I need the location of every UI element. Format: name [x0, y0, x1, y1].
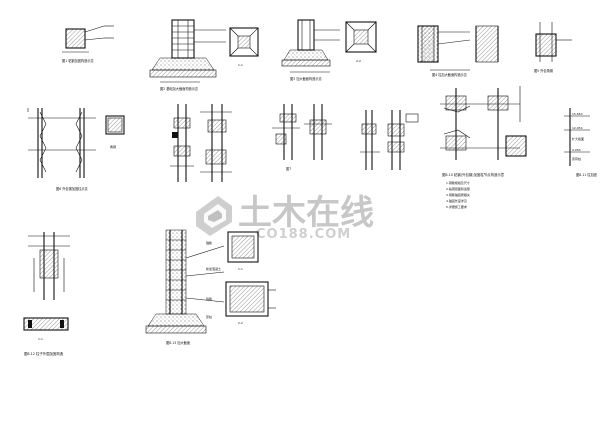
figure-3-enlarged-section: 2-2 图3 加大截面构造示意 — [281, 19, 377, 81]
figure-6-angle-label: 角钢 — [110, 144, 116, 149]
figure-5-caption: 图5 外包角钢 — [534, 68, 553, 73]
figure-9-elevation: 15.650 12.050 9.050 扩大截面 原有柱 图8.11 柱加固 — [564, 108, 597, 177]
figure-3-caption: 图3 加大截面构造示意 — [290, 76, 322, 81]
figure-11-sections: 1-1 2-2 原柱 — [206, 231, 276, 325]
figure-3-section-mark: 2-2 — [356, 59, 361, 63]
level-label: 9.050 — [572, 148, 581, 152]
figure-8-notes: 1.钢筋规格及尺寸 2.粘钢层面积适量 3.钢筋锚固按相关 4.锚固长度详见 5… — [446, 180, 470, 209]
section-mark: 2-2 — [238, 321, 243, 325]
figure-4-caption: 图4 柱加大截面构造示意 — [432, 72, 467, 77]
new-concrete-label: 新加混凝土 — [206, 266, 221, 271]
level-label: 12.050 — [572, 126, 583, 130]
figure-9-caption: 图8.11 柱加固 — [576, 172, 597, 177]
watermark: 土木在线 CO188.COM — [196, 193, 374, 242]
figure-8-caption: 图8.10 粘钢(外包钢)加固柱节点构造示意 — [442, 172, 505, 177]
figure-6-caption: 图6 外包钢加固柱示意 — [56, 186, 88, 191]
figure-5-angle-steel: 图5 外包角钢 — [534, 22, 572, 73]
enlarge-label: 扩大截面 — [572, 136, 584, 141]
figure-11-caption: 图8.13 加大截面 — [166, 340, 190, 345]
original-column-label: 原有柱 — [572, 156, 581, 161]
old-column-label: 原柱 — [206, 314, 212, 319]
figure-11-tall-column: 图8.13 加大截面 锚筋 新加混凝土 箍筋 — [145, 229, 225, 345]
figure-4-column-enlarge: 图4 柱加大截面构造示意 — [417, 25, 499, 77]
figure-10-column-perimeter: 1-1 图8.12 柱子外围加固构造 — [23, 232, 70, 356]
figure-2-caption: 图2 基础加大截面构造示意 — [160, 86, 198, 91]
note-line: 3.钢筋锚固按相关 — [446, 192, 470, 197]
figure-8-node-detail: 图8.10 粘钢(外包钢)加固柱节点构造示意 1.钢筋规格及尺寸 2.粘钢层面积… — [440, 86, 527, 209]
anchor-bar-label: 锚筋 — [206, 240, 212, 245]
figure-7b-column-bracket: 图7 — [272, 104, 332, 171]
figure-1-section: 图1 粘钢加固构造示意 — [62, 25, 114, 63]
note-line: 5.详细施工要求 — [446, 204, 467, 209]
watermark-subtitle: CO188.COM — [256, 227, 351, 242]
section-mark: 1-1 — [238, 267, 243, 271]
figure-10-caption: 图8.12 柱子外围加固构造 — [24, 351, 64, 356]
note-line: 4.锚固长度详见 — [446, 198, 467, 203]
watermark-title: 土木在线 — [238, 193, 374, 233]
figure-7c-column-pair — [360, 110, 419, 170]
figure-2-foundation: 1-1 图2 基础加大截面构造示意 — [149, 19, 259, 91]
figure-10-section-mark: 1-1 — [38, 337, 43, 341]
stirrup-label: 箍筋 — [206, 296, 212, 301]
civil-logo-icon — [196, 196, 232, 236]
figure-7-caption: 图7 — [286, 167, 291, 171]
figure-6-steel-frame: 角钢 图6 外包钢加固柱示意 — [27, 108, 125, 191]
figure-2-section-mark: 1-1 — [238, 63, 243, 67]
figure-1-caption: 图1 粘钢加固构造示意 — [62, 58, 94, 63]
note-line: 1.钢筋规格及尺寸 — [446, 180, 470, 185]
figure-7-column-details — [170, 104, 232, 182]
level-label: 15.650 — [572, 112, 583, 116]
note-line: 2.粘钢层面积适量 — [446, 186, 470, 191]
